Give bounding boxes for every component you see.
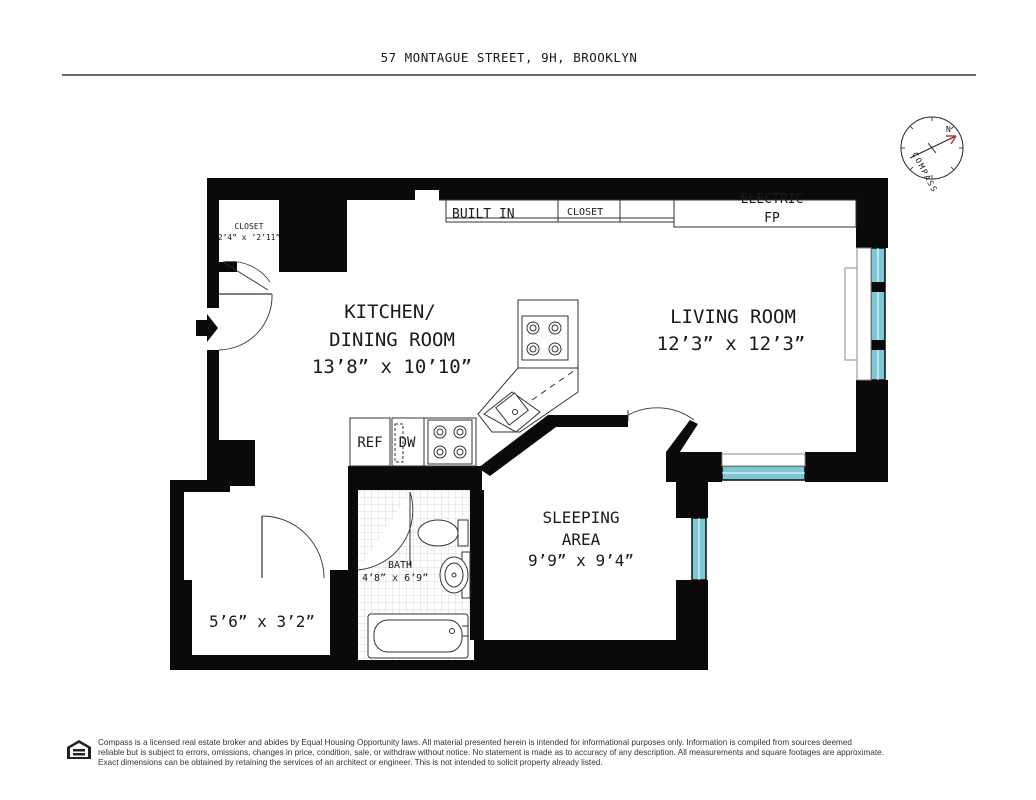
sleeping-door (627, 407, 695, 421)
fireplace-label: FP (764, 211, 780, 226)
sleeping-label-line2: AREA (562, 530, 601, 549)
equal-housing-icon (67, 740, 91, 759)
windows (691, 247, 886, 581)
walls (170, 178, 888, 670)
bath-name: BATH (388, 560, 412, 571)
closet: CLOSET 2’4” x ’2’11” (218, 222, 281, 291)
sleeping-dims: 9’9” x 9’4” (528, 551, 634, 570)
bath-dims: 4’8” x 6’9” (362, 573, 428, 584)
living-room-label: LIVING ROOM (670, 306, 796, 328)
compass-label: COMPASS (910, 151, 939, 195)
entry-arrow-icon (196, 314, 218, 342)
closet-cabinet-label: CLOSET (567, 207, 603, 218)
built-in-cabinets (420, 199, 857, 228)
ref-label: REF (357, 435, 382, 451)
kitchen-counter (349, 417, 477, 467)
dw-label: DW (399, 435, 416, 451)
disclaimer: Compass is a licensed real estate broker… (98, 738, 978, 768)
compass-icon: N COMPASS (900, 116, 964, 195)
electric-label: ELECTRIC (741, 192, 804, 207)
built-in-label: BUILT IN (452, 207, 515, 222)
kitchen-label-line2: DINING ROOM (329, 329, 455, 351)
kitchen-dims: 13’8” x 10’10” (312, 356, 472, 378)
entry-door (196, 293, 273, 351)
disclaimer-line-2: reliable but is subject to errors, omiss… (98, 748, 884, 757)
storage-dims: 5’6” x 3’2” (209, 612, 315, 631)
disclaimer-line-1: Compass is a licensed real estate broker… (98, 738, 852, 747)
kitchen-label-line1: KITCHEN/ (344, 301, 436, 323)
closet-name: CLOSET (235, 222, 264, 231)
disclaimer-line-3: Exact dimensions can be obtained by reta… (98, 758, 603, 767)
kitchen-island (477, 299, 579, 433)
wall-notch (415, 190, 439, 204)
storage-door (261, 515, 325, 579)
compass-north: N (946, 125, 951, 134)
living-room-dims: 12’3” x 12’3” (657, 333, 806, 355)
bathroom (357, 490, 471, 660)
address-title: 57 MONTAGUE STREET, 9H, BROOKLYN (381, 50, 638, 65)
sleeping-label-line1: SLEEPING (542, 508, 619, 527)
closet-dims: 2’4” x ’2’11” (218, 233, 281, 242)
